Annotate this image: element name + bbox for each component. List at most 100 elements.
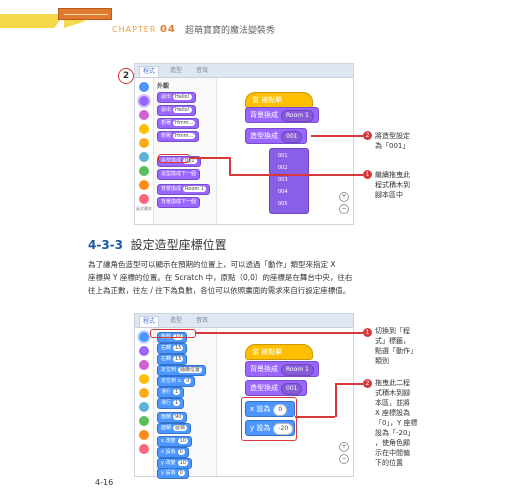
tab-code[interactable]: 程式: [139, 316, 160, 327]
category-column: 函式積木: [135, 78, 154, 224]
menu-item-003[interactable]: 003: [278, 177, 288, 183]
category-events[interactable]: [139, 124, 149, 134]
section-heading: 4-3-3 設定造型座標位置: [88, 238, 227, 252]
costume-dropdown[interactable]: 001: [281, 131, 303, 143]
callout-badge-2a: 2: [363, 131, 372, 140]
highlight-switch-costume: [158, 154, 190, 163]
menu-item-005[interactable]: 005: [278, 201, 288, 207]
category-my-blocks-label: 函式積木: [136, 206, 152, 211]
palette-block-go-to[interactable]: 定位到隨機位置: [157, 365, 207, 376]
header-yellow-bar: [0, 14, 64, 28]
category-motion[interactable]: [139, 82, 149, 92]
category-variables[interactable]: [139, 430, 149, 440]
category-variables[interactable]: [139, 180, 149, 190]
callout-badge-2b: 2: [363, 379, 372, 388]
set-y-block[interactable]: y 設為-20: [245, 420, 295, 436]
callout-line-2b-v: [335, 383, 337, 417]
backdrop-dropdown[interactable]: Room 1: [281, 364, 314, 376]
zoom-in-icon[interactable]: +: [339, 442, 349, 452]
brick-logo-stripe: [64, 14, 108, 15]
zoom-out-icon[interactable]: −: [339, 204, 349, 214]
when-flag-clicked-block[interactable]: 當 被點擊: [245, 92, 313, 108]
callout-text-2a: 將造型設定為「001」: [375, 132, 410, 150]
category-looks[interactable]: [139, 96, 149, 106]
y-value-input[interactable]: -20: [273, 423, 294, 435]
body-paragraph: 為了讓角色造型可以顯示在預期的位置上，可以透過「動作」類型來指定 X 座標與 Y…: [88, 260, 353, 295]
category-operators[interactable]: [139, 166, 149, 176]
category-column: [135, 328, 154, 476]
callout-line-1a-v: [229, 157, 231, 175]
costume-dropdown[interactable]: 001: [281, 383, 303, 395]
palette-block-go-to-xy[interactable]: 定位到 x:0: [157, 376, 196, 387]
chapter-label: CHAPTER 04: [112, 24, 176, 35]
zoom-out-icon[interactable]: −: [339, 454, 349, 464]
tab-bar: 程式 造型 音效: [135, 64, 353, 78]
highlight-motion-category: [150, 329, 196, 338]
tab-sounds[interactable]: 音效: [196, 67, 209, 74]
callout-text-1a: 繼續拖曳此程式積木到腳本區中: [375, 171, 410, 199]
category-sound[interactable]: [139, 360, 149, 370]
menu-item-004[interactable]: 004: [278, 189, 288, 195]
highlight-xy-blocks: [241, 397, 297, 441]
palette-block-point-towards[interactable]: 面朝鼠標: [157, 423, 192, 434]
x-value-input[interactable]: 0: [273, 404, 288, 416]
chapter-title: 超萌寶寶的魔法變裝秀: [185, 26, 276, 36]
page-number: 4-16: [95, 478, 114, 487]
category-control[interactable]: [139, 388, 149, 398]
menu-item-002[interactable]: 002: [278, 165, 288, 171]
category-motion[interactable]: [139, 332, 149, 342]
costume-dropdown-menu: 001 002 003 004 005: [269, 148, 309, 214]
category-operators[interactable]: [139, 416, 149, 426]
palette-block-next-costume[interactable]: 造型換成下一個: [157, 169, 201, 180]
backdrop-dropdown[interactable]: Room 1: [281, 110, 314, 122]
tab-costumes[interactable]: 造型: [170, 317, 183, 324]
callout-line-2b-h2: [335, 383, 363, 385]
palette-block-next-backdrop[interactable]: 背景換成下一個: [157, 197, 201, 208]
palette-section-title: 外觀: [157, 83, 170, 90]
step-badge: 2: [118, 68, 134, 84]
callout-line-1a-h2: [229, 174, 363, 176]
when-flag-clicked-block[interactable]: 當 被點擊: [245, 344, 313, 360]
callout-line-2a: [311, 135, 363, 137]
category-sensing[interactable]: [139, 402, 149, 412]
category-sensing[interactable]: [139, 152, 149, 162]
category-looks[interactable]: [139, 346, 149, 356]
tab-code[interactable]: 程式: [139, 66, 160, 77]
callout-line-1a: [189, 157, 229, 159]
callout-line-2b-h1: [295, 416, 335, 418]
category-sound[interactable]: [139, 110, 149, 120]
zoom-in-icon[interactable]: +: [339, 192, 349, 202]
category-my-blocks[interactable]: [139, 194, 149, 204]
tab-costumes[interactable]: 造型: [170, 67, 183, 74]
callout-line-1b: [195, 332, 363, 334]
callout-badge-1a: 1: [363, 170, 372, 179]
category-my-blocks[interactable]: [139, 444, 149, 454]
menu-item-001[interactable]: 001: [278, 153, 288, 159]
tab-sounds[interactable]: 音效: [196, 317, 209, 324]
category-control[interactable]: [139, 138, 149, 148]
category-events[interactable]: [139, 374, 149, 384]
